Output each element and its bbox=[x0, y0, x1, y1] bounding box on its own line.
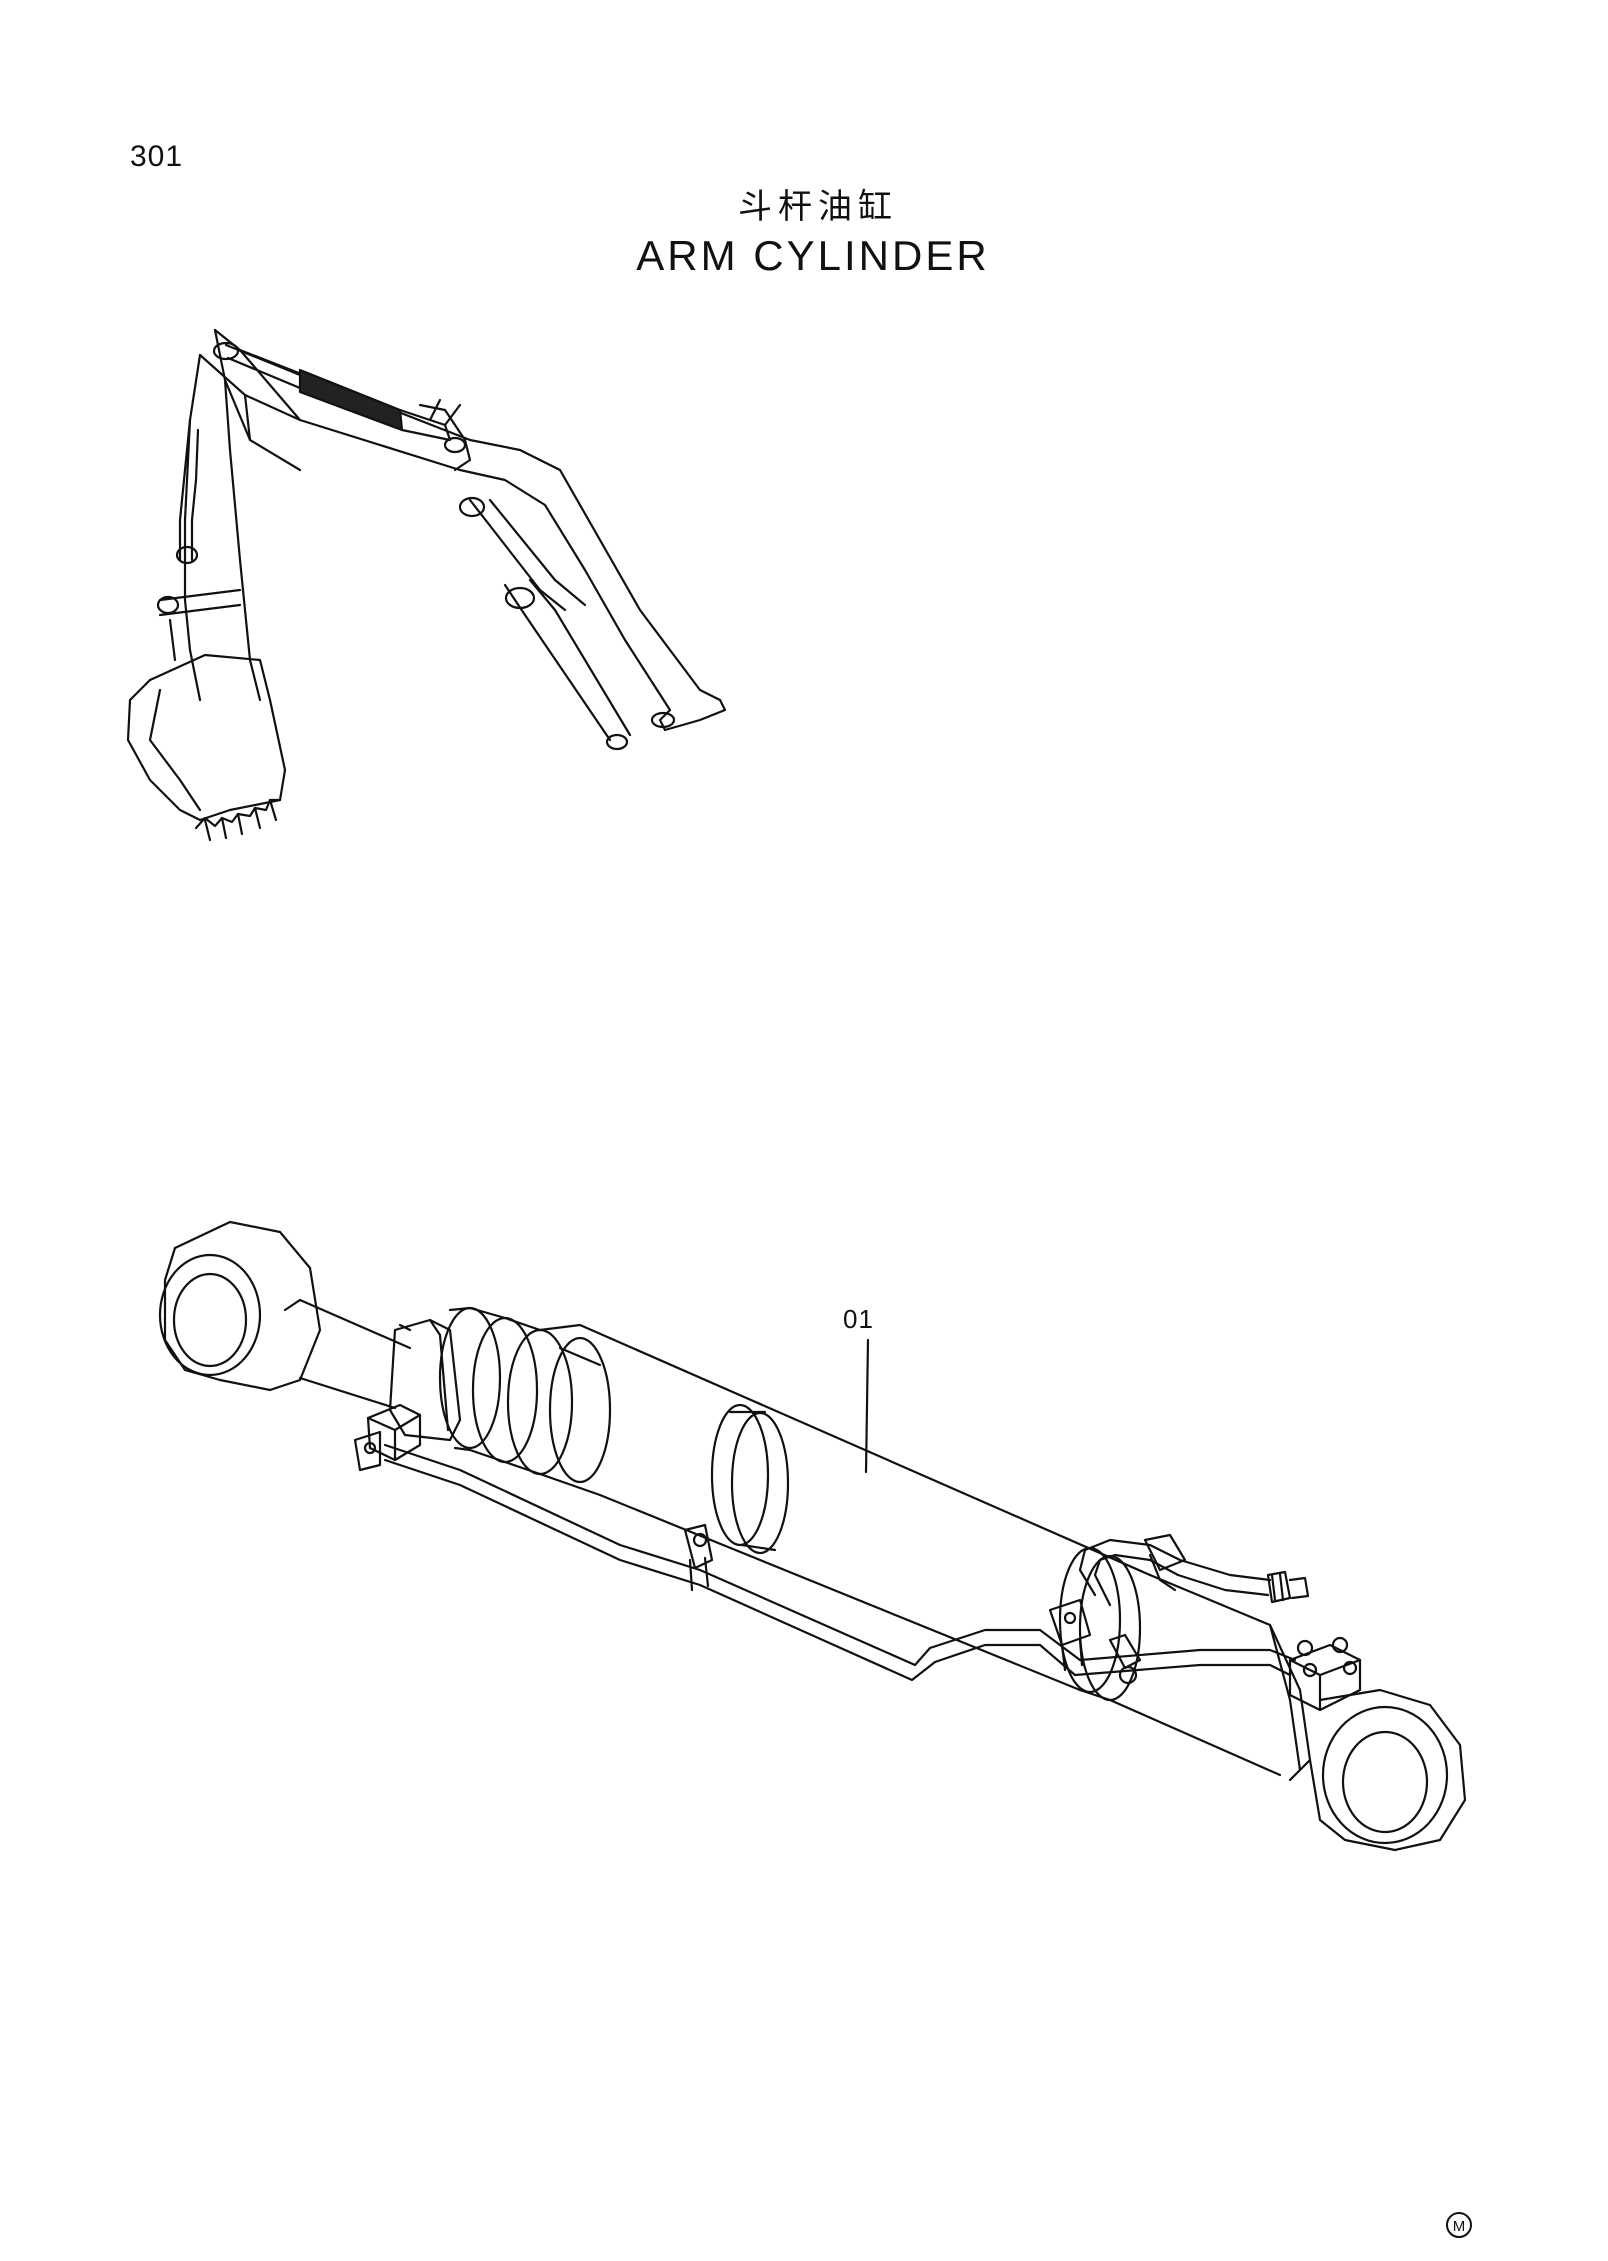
callout-leader-01 bbox=[864, 1338, 870, 1474]
manual-mark: M bbox=[1446, 2212, 1472, 2238]
title-english: ARM CYLINDER bbox=[636, 232, 990, 279]
arm-cylinder-drawing bbox=[158, 1220, 1467, 1852]
page-title: 斗杆油缸 ARM CYLINDER bbox=[0, 185, 1608, 283]
page-number: 301 bbox=[130, 140, 184, 173]
callout-label-01: 01 bbox=[843, 1304, 874, 1334]
excavator-overview-illustration bbox=[126, 328, 727, 842]
title-chinese: 斗杆油缸 bbox=[738, 187, 898, 227]
